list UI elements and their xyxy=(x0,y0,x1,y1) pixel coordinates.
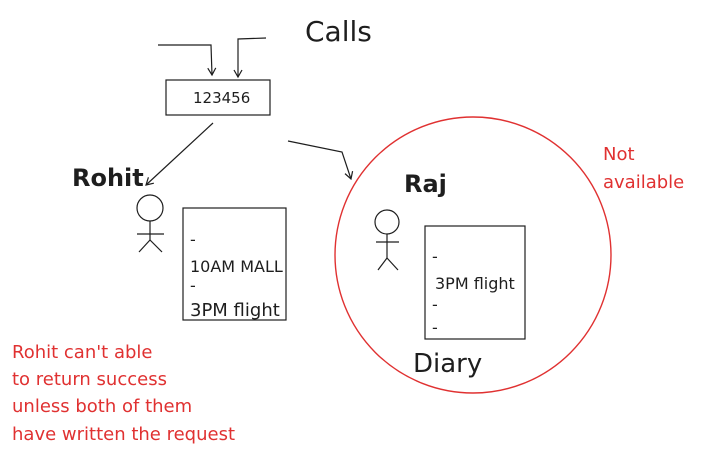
incoming-call-arrow-left xyxy=(158,44,217,77)
rohit-diary-line-2: 10AM MALL xyxy=(190,257,283,276)
raj-diary-line-2: 3PM flight xyxy=(435,274,515,293)
note-line-3: unless both of them xyxy=(12,396,192,417)
arrow-to-rohit xyxy=(145,122,214,186)
raj-status-line-2: available xyxy=(603,172,684,193)
raj-name: Raj xyxy=(404,170,447,198)
note-line-4: have written the request xyxy=(12,424,235,445)
title: Calls xyxy=(305,15,372,48)
rohit-diary-line-3: - xyxy=(190,276,196,295)
rohit-diary: - 10AM MALL - 3PM flight xyxy=(182,207,287,321)
rohit-diary-line-4: 3PM flight xyxy=(190,300,280,321)
raj-stick-figure-icon xyxy=(374,209,400,271)
phone-number-box: 123456 xyxy=(165,79,271,116)
raj-diary-line-4: - xyxy=(432,318,438,337)
phone-number: 123456 xyxy=(193,89,250,107)
arrow-to-raj xyxy=(287,140,354,181)
note-line-1: Rohit can't able xyxy=(12,342,153,363)
note-line-2: to return success xyxy=(12,369,167,390)
raj-diary-line-1: - xyxy=(432,247,438,266)
rohit-stick-figure-icon xyxy=(136,194,164,253)
raj-status-line-1: Not xyxy=(603,144,635,165)
rohit-diary-line-1: - xyxy=(190,230,196,249)
raj-availability-circle xyxy=(334,116,612,394)
incoming-call-arrow-right xyxy=(233,37,267,79)
raj-diary: - 3PM flight - - xyxy=(424,225,526,340)
rohit-name: Rohit xyxy=(72,164,144,192)
raj-diary-line-3: - xyxy=(432,295,438,314)
diary-label: Diary xyxy=(413,349,482,379)
